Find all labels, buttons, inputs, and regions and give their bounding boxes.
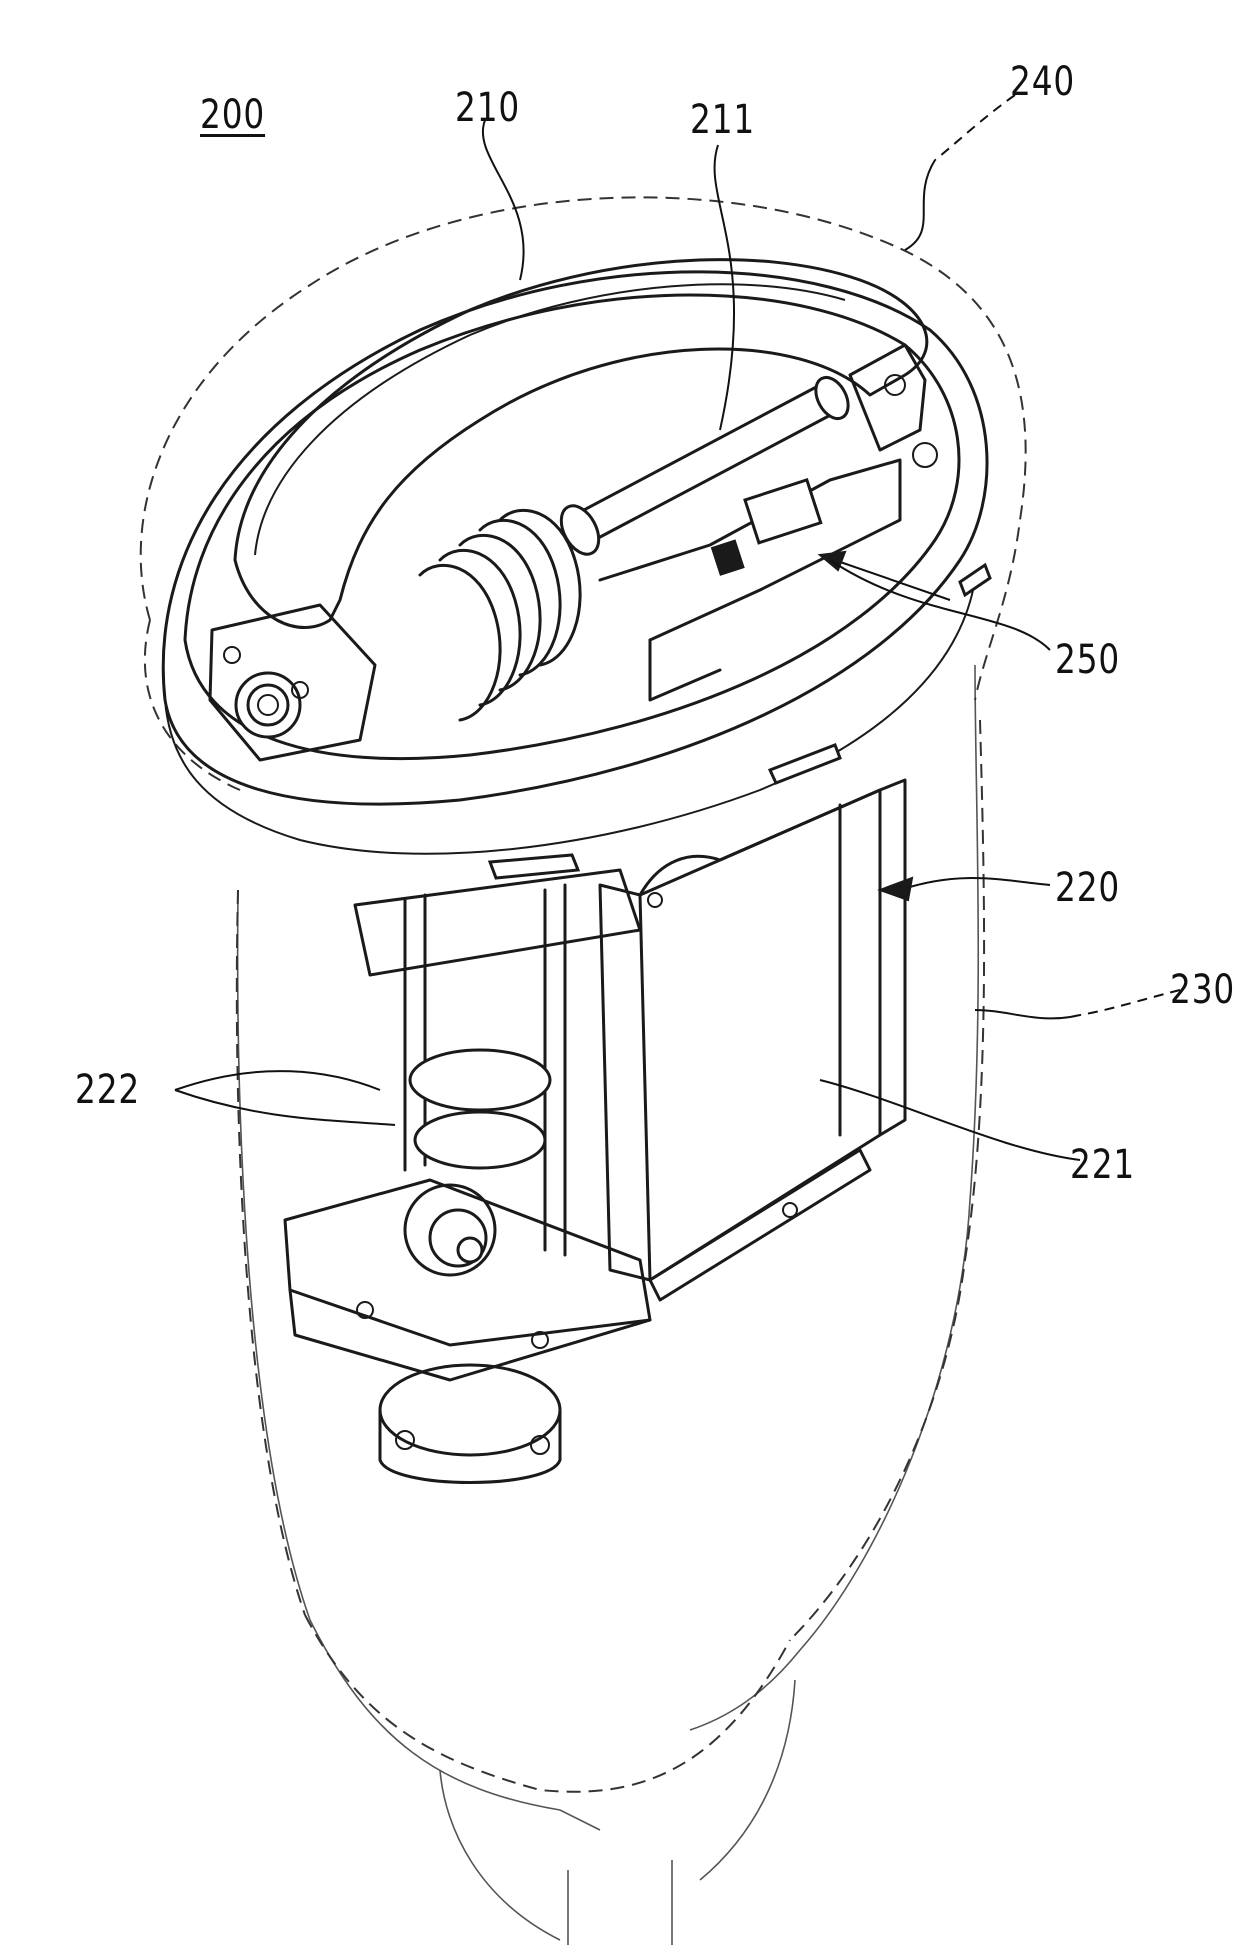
- end-bracket-left: [210, 605, 375, 760]
- label-222: 222: [75, 1070, 140, 1110]
- leader-230: [975, 1010, 1080, 1018]
- shaft-211: [420, 372, 855, 720]
- body-outline-230: [238, 665, 979, 1945]
- top-cover-210: [235, 260, 927, 628]
- assembly-ref-label: 200: [200, 95, 265, 135]
- leader-230-dash: [1080, 990, 1180, 1015]
- leader-220: [900, 878, 1050, 890]
- leader-211: [715, 145, 735, 430]
- belts-222: [285, 870, 650, 1483]
- leader-222-lower: [175, 1090, 395, 1125]
- label-220: 220: [1055, 868, 1120, 908]
- label-210: 210: [455, 88, 520, 128]
- label-230: 230: [1170, 970, 1235, 1010]
- leader-250: [830, 560, 1050, 650]
- top-ring-frame: [163, 272, 990, 878]
- drive-unit-220: [600, 780, 905, 1300]
- label-221: 221: [1070, 1145, 1135, 1185]
- label-211: 211: [690, 100, 755, 140]
- label-240: 240: [1010, 62, 1075, 102]
- leader-240-dash: [935, 95, 1015, 160]
- leader-240: [905, 160, 935, 250]
- leader-210: [483, 120, 524, 280]
- dashed-housing-outline: [141, 197, 1026, 1791]
- label-250: 250: [1055, 640, 1120, 680]
- connector-250: [600, 460, 950, 700]
- leader-222-upper: [175, 1071, 380, 1090]
